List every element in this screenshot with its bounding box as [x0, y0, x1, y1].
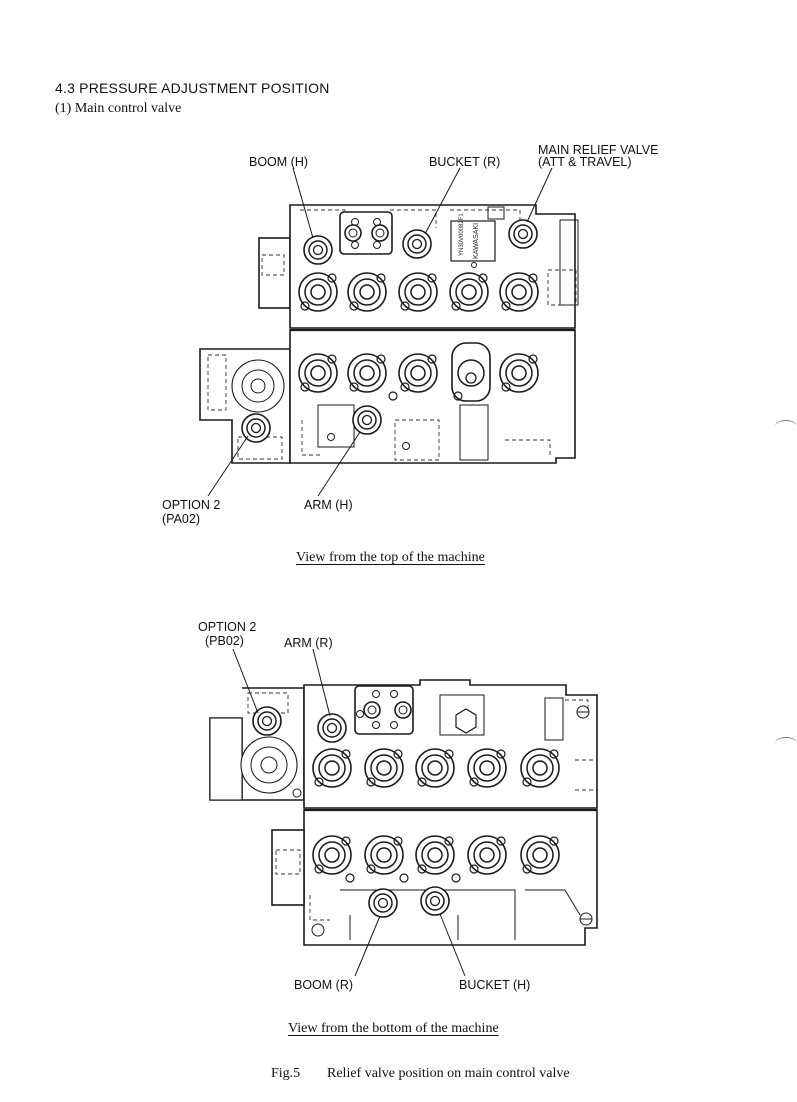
- caption-bottom-view: View from the bottom of the machine: [288, 1021, 499, 1036]
- relief-valve-boom-h: [303, 235, 333, 265]
- label-bucket-h: BUCKET (H): [459, 978, 531, 992]
- relief-valve-boom-r: [368, 888, 398, 918]
- label-main-relief-sub: (ATT & TRAVEL): [538, 155, 632, 169]
- caption-top-view: View from the top of the machine: [296, 550, 485, 565]
- page-edge-mark: [775, 737, 797, 750]
- label-arm-r: ARM (R): [284, 636, 333, 650]
- label-boom-r: BOOM (R): [294, 978, 354, 992]
- section-heading: 4.3 PRESSURE ADJUSTMENT POSITION: [55, 80, 330, 96]
- label-main-relief: MAIN RELIEF VALVE: [538, 143, 659, 157]
- page-edge-mark: [775, 420, 797, 433]
- figure-number: Fig.5: [271, 1066, 301, 1081]
- nameplate: [450, 220, 496, 262]
- relief-valve-arm-r: [317, 713, 347, 743]
- label-option2-pb02: (PB02): [205, 634, 244, 648]
- bottom-view-diagram: [209, 648, 598, 977]
- label-bucket-r: BUCKET (R): [429, 155, 501, 169]
- section-subheading: (1) Main control valve: [55, 101, 182, 116]
- relief-valve-bucket-r: [402, 229, 432, 259]
- label-option2-bottom: OPTION 2: [198, 620, 257, 634]
- label-arm-h: ARM (H): [304, 498, 353, 512]
- figure-title: Relief valve position on main control va…: [327, 1066, 570, 1081]
- relief-valve-arm-h: [352, 405, 382, 435]
- nameplate-brand: KAWASAKI: [473, 223, 480, 259]
- label-option2-top: OPTION 2: [162, 498, 221, 512]
- label-boom-h: BOOM (H): [249, 155, 309, 169]
- main-relief-valve: [508, 219, 538, 249]
- top-view-diagram: YN30V00082F1 KAWASAKI: [199, 167, 579, 497]
- relief-valve-bucket-h: [420, 886, 450, 916]
- label-option2-pa02: (PA02): [162, 512, 200, 526]
- nameplate-code: YN30V00082F1: [459, 213, 465, 256]
